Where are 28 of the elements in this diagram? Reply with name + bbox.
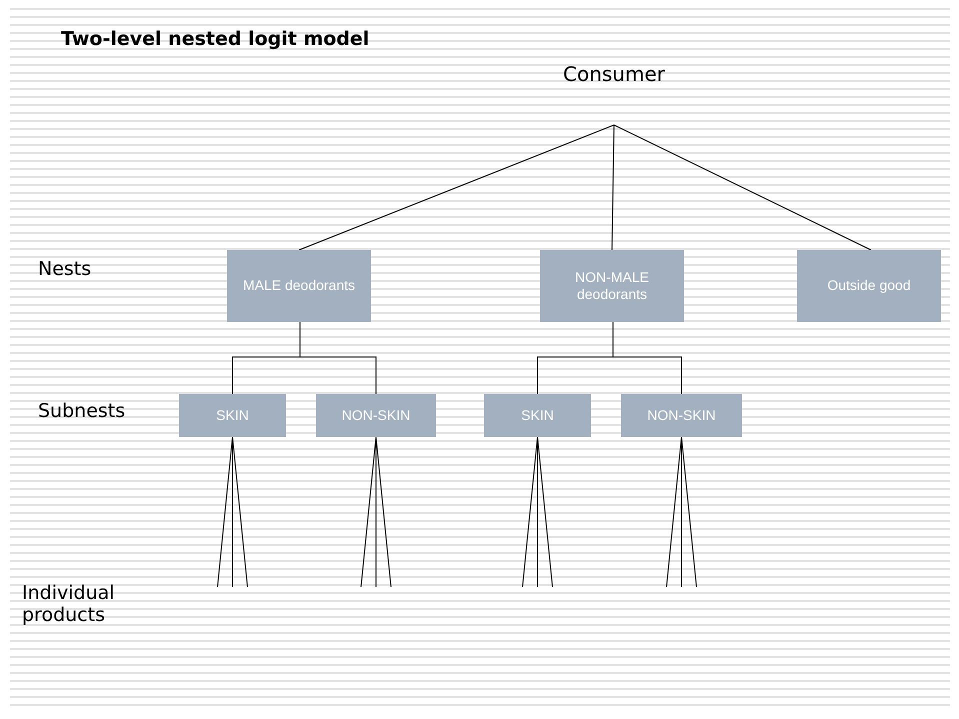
level-label: Individual products (22, 582, 116, 626)
connector-line (522, 436, 538, 588)
connector-line (666, 436, 682, 588)
category-box: MALE deodorants (227, 250, 371, 322)
category-box: NON-SKIN (621, 394, 742, 437)
connector-line (681, 436, 682, 588)
connector-line (232, 436, 248, 588)
connector-line (537, 436, 553, 588)
category-box: SKIN (179, 394, 286, 437)
level-label: Nests (38, 258, 92, 280)
connector-line (232, 436, 233, 588)
connector-line (300, 322, 376, 394)
connector-line (360, 436, 376, 588)
connector-line (298, 124, 614, 250)
connector-line (681, 436, 697, 588)
connector-line (614, 124, 872, 250)
category-box: NON-MALE deodorants (540, 250, 684, 322)
category-box: SKIN (484, 394, 591, 437)
connector-line (376, 436, 392, 588)
node-text: Consumer (544, 62, 684, 125)
category-box: Outside good (797, 250, 941, 322)
diagram-title: Two-level nested logit model (61, 28, 370, 52)
connector-line (612, 322, 682, 394)
connector-line (217, 436, 233, 588)
connector-line (537, 436, 538, 588)
category-box: NON-SKIN (316, 394, 436, 437)
level-label: Subnests (38, 400, 126, 422)
connector-line (612, 124, 614, 250)
